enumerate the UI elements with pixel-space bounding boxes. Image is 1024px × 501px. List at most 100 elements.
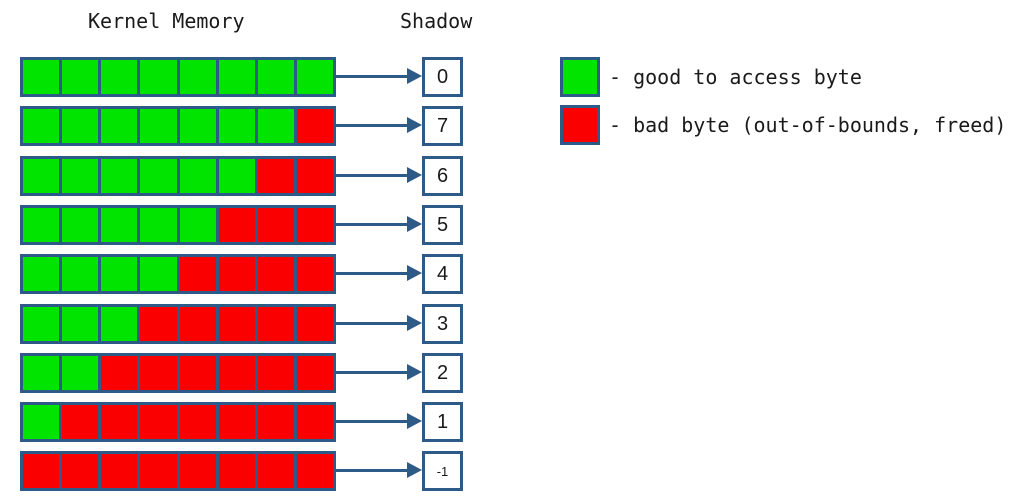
shadow-value: 4 bbox=[436, 263, 449, 285]
bad-byte-cell bbox=[218, 208, 258, 242]
good-byte-cell bbox=[257, 109, 297, 143]
good-byte-cell bbox=[23, 159, 63, 193]
good-byte-cell bbox=[23, 109, 63, 143]
bad-byte-cell bbox=[179, 454, 219, 488]
memory-bytes bbox=[20, 205, 336, 245]
shadow-value: -1 bbox=[436, 463, 449, 479]
bad-byte-cell bbox=[296, 307, 333, 341]
bad-byte-cell bbox=[257, 307, 297, 341]
arrow-line bbox=[336, 272, 410, 275]
good-byte-cell bbox=[62, 257, 102, 291]
memory-bytes bbox=[20, 402, 336, 442]
good-byte-cell bbox=[101, 109, 141, 143]
good-byte-cell bbox=[179, 208, 219, 242]
bad-byte-cell bbox=[218, 454, 258, 488]
good-byte-cell bbox=[218, 109, 258, 143]
memory-bytes bbox=[20, 451, 336, 491]
memory-bytes bbox=[20, 254, 336, 294]
kernel-memory-heading: Kernel Memory bbox=[88, 9, 245, 33]
bad-byte-cell bbox=[62, 454, 102, 488]
bad-byte-cell bbox=[23, 454, 63, 488]
bad-byte-cell bbox=[101, 454, 141, 488]
shadow-value: 7 bbox=[436, 115, 449, 137]
arrow-line bbox=[336, 174, 410, 177]
memory-bytes bbox=[20, 156, 336, 196]
memory-bytes bbox=[20, 57, 336, 97]
good-byte-cell bbox=[23, 60, 63, 94]
good-byte-cell bbox=[218, 60, 258, 94]
bad-byte-cell bbox=[101, 405, 141, 439]
arrow-line bbox=[336, 223, 410, 226]
shadow-value-box: 5 bbox=[422, 205, 463, 245]
bad-byte-cell bbox=[179, 307, 219, 341]
bad-byte-cell bbox=[257, 208, 297, 242]
bad-byte-cell bbox=[296, 159, 333, 193]
bad-byte-cell bbox=[218, 405, 258, 439]
memory-row: 1 bbox=[0, 402, 1024, 442]
good-byte-cell bbox=[23, 208, 63, 242]
bad-byte-cell bbox=[179, 356, 219, 390]
good-byte-cell bbox=[140, 60, 180, 94]
memory-row: 3 bbox=[0, 304, 1024, 344]
good-byte-cell bbox=[23, 307, 63, 341]
good-byte-cell bbox=[179, 60, 219, 94]
memory-row: 6 bbox=[0, 156, 1024, 196]
good-byte-cell bbox=[140, 257, 180, 291]
bad-byte-cell bbox=[296, 405, 333, 439]
bad-byte-cell bbox=[218, 257, 258, 291]
good-byte-cell bbox=[218, 159, 258, 193]
bad-byte-cell bbox=[257, 356, 297, 390]
bad-byte-cell bbox=[179, 405, 219, 439]
shadow-value-box: 1 bbox=[422, 402, 463, 442]
arrow-head-icon bbox=[407, 364, 422, 380]
arrow-line bbox=[336, 420, 410, 423]
memory-row: 0 bbox=[0, 57, 1024, 97]
arrow-head-icon bbox=[407, 216, 422, 232]
bad-byte-cell bbox=[257, 159, 297, 193]
arrow-line bbox=[336, 469, 410, 472]
arrow-head-icon bbox=[407, 117, 422, 133]
shadow-value-box: 4 bbox=[422, 254, 463, 294]
good-byte-swatch bbox=[560, 57, 600, 97]
legend-item-bad: - bad byte (out-of-bounds, freed) bbox=[560, 105, 1006, 145]
bad-byte-cell bbox=[140, 405, 180, 439]
arrow-line bbox=[336, 75, 410, 78]
shadow-value: 0 bbox=[436, 66, 449, 88]
good-byte-cell bbox=[101, 159, 141, 193]
memory-row: 2 bbox=[0, 353, 1024, 393]
bad-byte-cell bbox=[218, 307, 258, 341]
shadow-value-box: 0 bbox=[422, 57, 463, 97]
good-byte-cell bbox=[62, 109, 102, 143]
bad-byte-cell bbox=[296, 257, 333, 291]
bad-byte-cell bbox=[101, 356, 141, 390]
good-byte-cell bbox=[296, 60, 333, 94]
good-byte-cell bbox=[101, 60, 141, 94]
bad-byte-cell bbox=[257, 257, 297, 291]
good-byte-cell bbox=[23, 356, 63, 390]
bad-byte-cell bbox=[62, 405, 102, 439]
shadow-value-box: -1 bbox=[422, 451, 463, 491]
legend-label-bad: - bad byte (out-of-bounds, freed) bbox=[609, 113, 1007, 137]
bad-byte-cell bbox=[140, 307, 180, 341]
good-byte-cell bbox=[62, 307, 102, 341]
good-byte-cell bbox=[140, 109, 180, 143]
arrow-head-icon bbox=[407, 68, 422, 84]
bad-byte-cell bbox=[296, 356, 333, 390]
good-byte-cell bbox=[257, 60, 297, 94]
shadow-value-box: 3 bbox=[422, 304, 463, 344]
shadow-value: 1 bbox=[436, 411, 449, 433]
good-byte-cell bbox=[101, 257, 141, 291]
bad-byte-cell bbox=[179, 257, 219, 291]
memory-bytes bbox=[20, 353, 336, 393]
good-byte-cell bbox=[23, 257, 63, 291]
shadow-value: 6 bbox=[436, 165, 449, 187]
arrow-head-icon bbox=[407, 167, 422, 183]
bad-byte-cell bbox=[257, 454, 297, 488]
legend-item-good: - good to access byte bbox=[560, 57, 862, 97]
shadow-value-box: 7 bbox=[422, 106, 463, 146]
bad-byte-cell bbox=[296, 454, 333, 488]
bad-byte-cell bbox=[296, 109, 333, 143]
shadow-heading: Shadow bbox=[400, 9, 473, 33]
good-byte-cell bbox=[140, 208, 180, 242]
